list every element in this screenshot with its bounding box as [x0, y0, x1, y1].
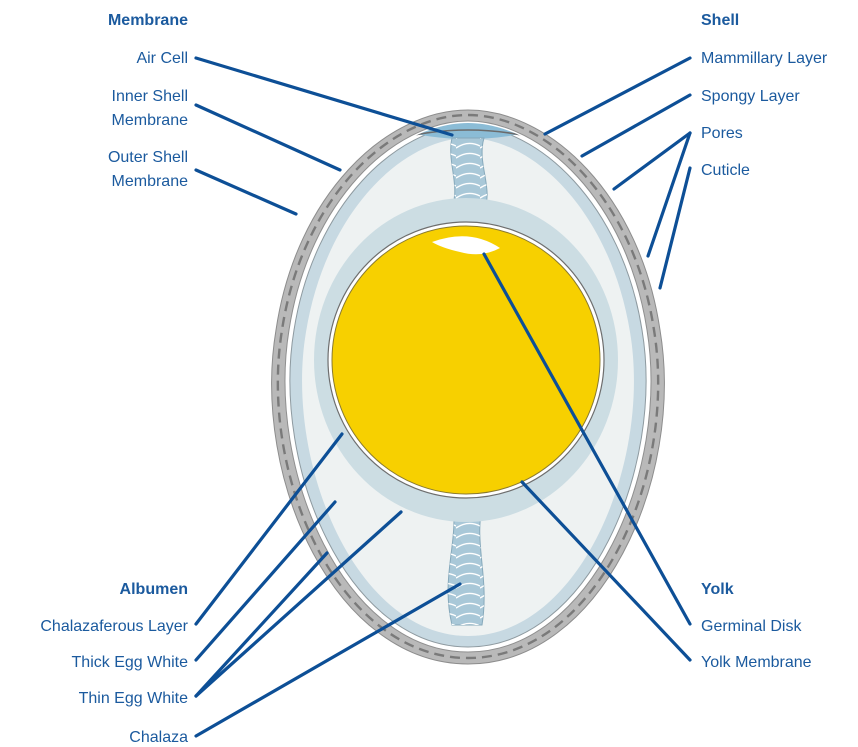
leader-thick-egg-white	[196, 502, 335, 660]
label-chalaza: Chalaza	[129, 729, 188, 746]
label-yolk-membrane: Yolk Membrane	[701, 654, 812, 671]
label-spongy-layer: Spongy Layer	[701, 88, 800, 105]
label-chalazaferous-layer: Chalazaferous Layer	[40, 618, 188, 635]
label-germinal-disk: Germinal Disk	[701, 618, 802, 635]
egg	[272, 110, 665, 664]
label-mammillary-layer: Mammillary Layer	[701, 50, 828, 67]
label-cuticle: Cuticle	[701, 162, 750, 179]
leader-outer-shell-membrane	[196, 170, 296, 214]
label-outer-shell-membrane-line1: Outer Shell	[108, 149, 188, 166]
label-thin-egg-white: Thin Egg White	[79, 690, 188, 707]
leader-thin-egg-white-1	[196, 553, 327, 696]
leader-inner-shell-membrane	[196, 105, 340, 170]
leader-cuticle	[660, 168, 690, 288]
label-pores: Pores	[701, 125, 743, 142]
label-inner-shell-membrane-line1: Inner Shell	[112, 88, 189, 105]
label-thick-egg-white: Thick Egg White	[72, 654, 189, 671]
label-air-cell: Air Cell	[136, 50, 188, 67]
leader-pores-1	[614, 133, 690, 189]
leader-mammillary-layer	[545, 58, 690, 134]
yolk	[332, 226, 600, 494]
label-outer-shell-membrane-line2: Membrane	[112, 173, 189, 190]
albumen-heading: Albumen	[120, 581, 188, 598]
shell-heading: Shell	[701, 12, 739, 29]
membrane-heading: Membrane	[108, 12, 188, 29]
label-inner-shell-membrane-line2: Membrane	[112, 112, 189, 129]
yolk-heading: Yolk	[701, 581, 734, 598]
